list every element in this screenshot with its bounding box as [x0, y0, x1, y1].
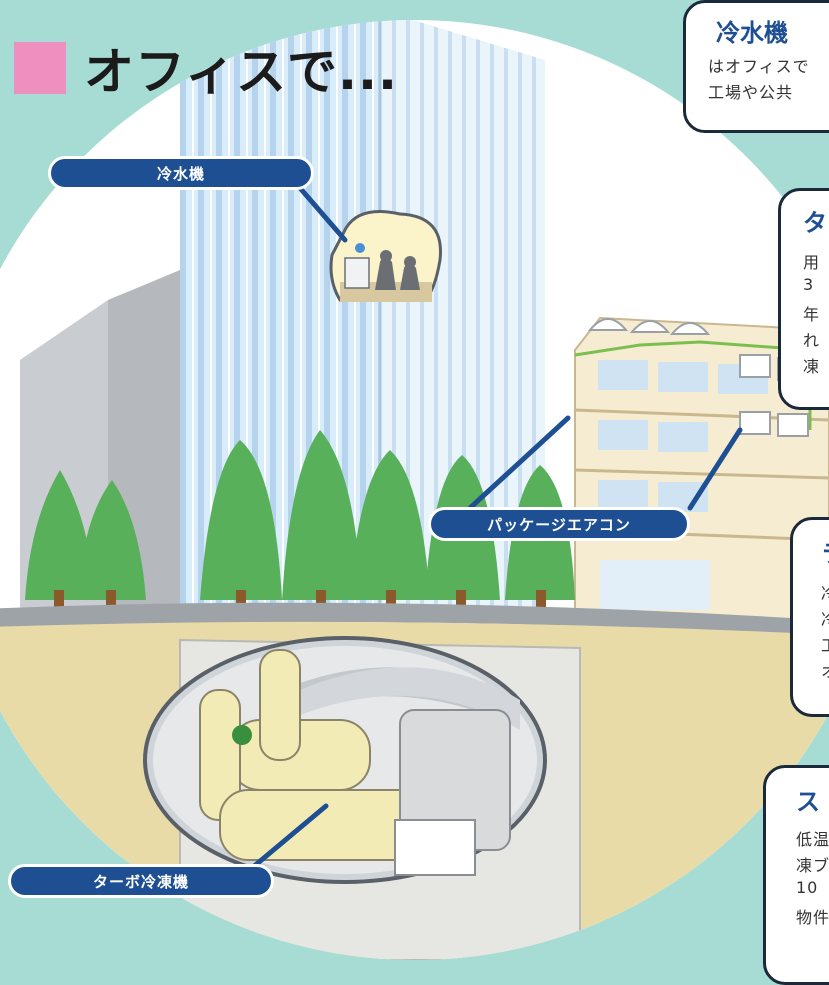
info-card-2: タ 用 3 年 れ 凍: [778, 188, 829, 410]
page-title: オフィスで...: [14, 36, 398, 101]
card-line: 工場や公共: [708, 83, 794, 102]
card-title: ラ: [821, 534, 829, 569]
info-card-water-chiller: 冷水機 はオフィスで 工場や公共: [683, 0, 829, 133]
card-line: れ: [803, 331, 821, 350]
water-chiller-leader-line: [297, 185, 348, 243]
turbo-refrigerator-label[interactable]: ターボ冷凍機: [8, 864, 274, 898]
card-line: オ: [821, 658, 829, 682]
card-title: 冷水機: [716, 19, 788, 47]
package-aircon-label[interactable]: パッケージエアコン: [428, 507, 690, 541]
card-line: はオフィスで: [708, 57, 810, 76]
card-line: 工: [821, 632, 829, 656]
page-title-text: オフィスで...: [84, 43, 398, 101]
water-chiller-label[interactable]: 冷水機: [48, 156, 314, 190]
card-line: 冷: [821, 606, 829, 630]
card-line: 用: [803, 253, 821, 272]
card-line: 3: [803, 275, 815, 294]
card-line: 凍: [803, 357, 821, 376]
info-card-3: ラ 冷 冷 工 オ: [790, 517, 829, 717]
card-title: ス: [796, 788, 820, 816]
card-line: 年: [803, 305, 821, 324]
card-line: 10: [796, 878, 819, 897]
package-aircon-leader-line: [467, 415, 571, 511]
info-card-4: ス 低温 凍ブ 10 物件: [763, 765, 829, 985]
title-square-marker: [14, 42, 66, 94]
card-title: タ: [803, 209, 827, 237]
card-line: 物件: [796, 908, 829, 927]
card-line: 凍ブ: [796, 856, 829, 875]
office-scene-illustration: [0, 20, 829, 960]
card-line: 低温: [796, 830, 829, 849]
card-line: 冷: [821, 580, 829, 604]
trees: [25, 430, 575, 600]
